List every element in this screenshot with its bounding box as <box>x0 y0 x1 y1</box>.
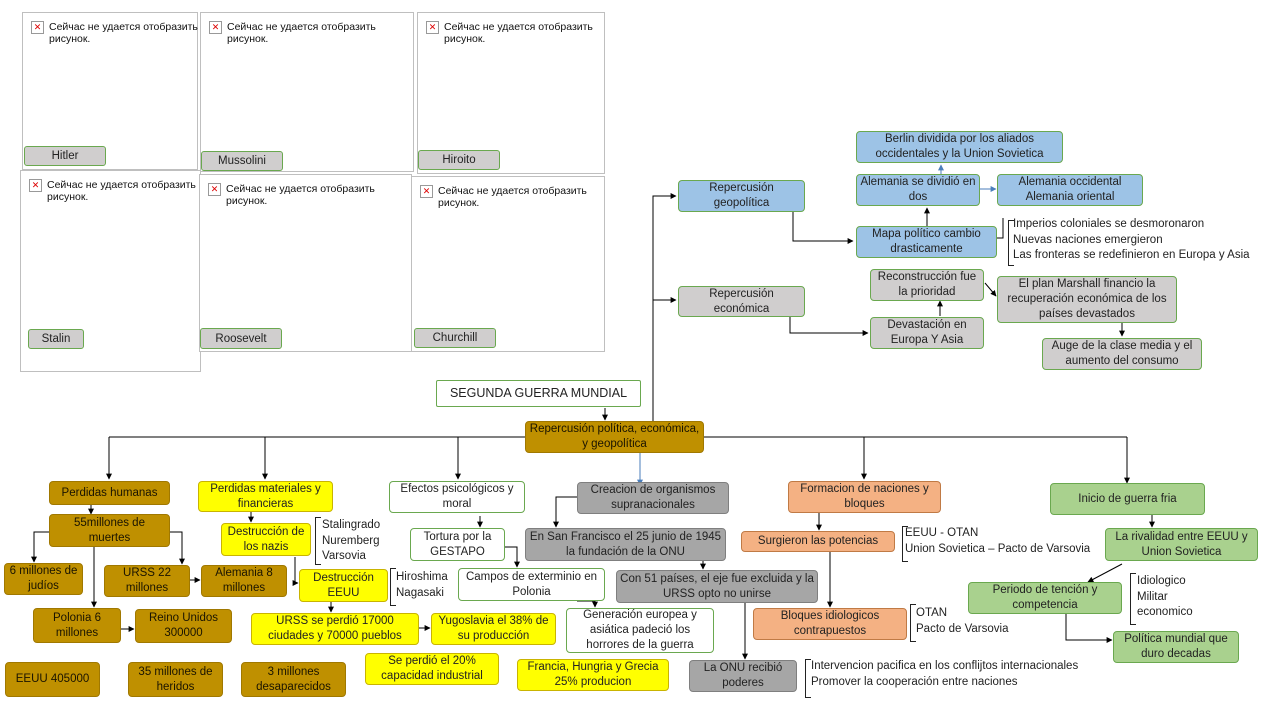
brace <box>390 568 396 606</box>
brace <box>910 604 916 642</box>
node-perdidas-humanas: Perdidas humanas <box>49 481 170 505</box>
photo-frame-mussolini: ✕ Сейчас не удается отобразить рисунок. <box>200 12 414 172</box>
node-auge-clase-media: Auge de la clase media y el aumento del … <box>1042 338 1202 370</box>
list-tipos-tension: Idiologico Militar economico <box>1137 575 1193 618</box>
node-urss-muertes: URSS 22 millones <box>104 565 190 597</box>
photo-frame-churchill: ✕ Сейчас не удается отобразить рисунок. <box>411 176 605 352</box>
node-guerra-fria: Inicio de guerra fria <box>1050 483 1205 515</box>
diagram-title: SEGUNDA GUERRA MUNDIAL <box>436 380 641 407</box>
node-fundacion-onu: En San Francisco el 25 junio de 1945 la … <box>525 528 726 561</box>
caption-mussolini: Mussolini <box>201 151 283 171</box>
center-node: Repercusión política, económica, y geopo… <box>525 421 704 453</box>
node-organismos-supranacionales: Creacion de organismos supranacionales <box>577 482 729 514</box>
node-periodo-tension: Periodo de tención y competencia <box>968 582 1122 614</box>
node-reino-unido: Reino Unidos 300000 <box>135 609 232 643</box>
node-alemania-dividida: Alemania se dividió en dos <box>856 174 980 206</box>
broken-image-icon: ✕ <box>31 21 44 34</box>
node-politica-mundial: Política mundial que duro decadas <box>1113 631 1239 663</box>
caption-roosevelt: Roosevelt <box>200 328 282 349</box>
node-desaparecidos: 3 millones desaparecidos <box>241 662 346 697</box>
broken-image-icon: ✕ <box>29 179 42 192</box>
node-heridos: 35 millones de heridos <box>128 662 223 697</box>
brace <box>315 517 321 565</box>
list-mapa-cambios: Imperios coloniales se desmoronaron Nuev… <box>1013 218 1250 261</box>
node-polonia-muertes: Polonia 6 millones <box>33 608 121 643</box>
brace <box>902 526 908 562</box>
node-yugoslavia: Yugoslavia el 38% de su producción <box>431 613 556 645</box>
broken-image-text: Сейчас не удается отобразить рисунок. <box>227 21 376 45</box>
node-repercusion-economica: Repercusión económica <box>678 286 805 317</box>
node-berlin-dividida: Berlin dividida por los aliados occident… <box>856 131 1063 163</box>
node-alemania-partes: Alemania occidental Alemania oriental <box>997 174 1143 206</box>
list-potencias: EEUU - OTAN Union Sovietica – Pacto de V… <box>905 527 1091 555</box>
node-rivalidad: La rivalidad entre EEUU y Union Sovietic… <box>1105 528 1258 561</box>
broken-image-icon: ✕ <box>426 21 439 34</box>
broken-image-text: Сейчас не удается отобразить рисунок. <box>444 21 593 45</box>
broken-image-icon: ✕ <box>209 21 222 34</box>
node-perdidas-materiales: Perdidas materiales y financieras <box>198 481 333 512</box>
node-plan-marshall: El plan Marshall financio la recuperació… <box>997 276 1177 323</box>
node-muertes: 55millones de muertes <box>49 514 170 547</box>
node-eeuu-muertes: EEUU 405000 <box>5 662 100 697</box>
node-51-paises: Con 51 países, el eje fue excluida y la … <box>616 570 818 603</box>
brace <box>1008 220 1014 266</box>
broken-image-text: Сейчас не удается отобразить рисунок. <box>49 21 198 45</box>
node-judios: 6 millones de judíos <box>4 563 83 595</box>
photo-frame-roosevelt: ✕ Сейчас не удается отобразить рисунок. <box>199 174 412 352</box>
node-efectos-psicologicos: Efectos psicológicos y moral <box>389 481 525 513</box>
node-capacidad-industrial: Se perdió el 20% capacidad industrial <box>365 653 499 685</box>
list-bloques: OTAN Pacto de Varsovia <box>916 607 1009 635</box>
caption-hiroito: Hiroito <box>418 150 500 170</box>
broken-image-text: Сейчас не удается отобразить рисунок. <box>226 183 375 207</box>
caption-stalin: Stalin <box>28 329 84 349</box>
node-formacion-bloques: Formacion de naciones y bloques <box>788 481 941 513</box>
node-generacion-europea: Generación europea y asiática padeció lo… <box>566 608 714 653</box>
caption-churchill: Churchill <box>414 328 496 348</box>
node-onu-poderes: La ONU recibió poderes <box>689 660 797 692</box>
caption-hitler: Hitler <box>24 146 106 166</box>
list-poderes-onu: Intervencion pacifica en los conflijtos … <box>811 660 1079 688</box>
list-ciudades-nazis: Stalingrado Nuremberg Varsovia <box>322 519 381 562</box>
photo-frame-hiroito: ✕ Сейчас не удается отобразить рисунок. <box>417 12 605 174</box>
broken-image-text: Сейчас не удается отобразить рисунок. <box>438 185 587 209</box>
node-campos-exterminio: Campos de exterminio en Polonia <box>458 568 605 601</box>
node-mapa-politico: Mapa político cambio drasticamente <box>856 226 997 258</box>
brace <box>1130 573 1136 625</box>
node-tortura-gestapo: Tortura por la GESTAPO <box>410 528 505 561</box>
broken-image-icon: ✕ <box>208 183 221 196</box>
node-destruccion-nazis: Destrucción de los nazis <box>221 523 311 556</box>
node-bloques-ideologicos: Bloques idiologicos contrapuestos <box>753 608 907 640</box>
node-devastacion: Devastación en Europa Y Asia <box>870 317 984 349</box>
node-surgieron-potencias: Surgieron las potencias <box>741 531 895 552</box>
node-francia-hungria-grecia: Francia, Hungria y Grecia 25% producion <box>517 659 669 691</box>
photo-frame-hitler: ✕ Сейчас не удается отобразить рисунок. <box>22 12 198 170</box>
node-urss-perdidas: URSS se perdió 17000 ciudades y 70000 pu… <box>251 613 419 645</box>
node-destruccion-eeuu: Destrucción EEUU <box>299 569 388 602</box>
brace <box>805 659 811 698</box>
list-ciudades-japon: Hiroshima Nagasaki <box>396 571 448 599</box>
node-alemania-muertes: Alemania 8 millones <box>201 565 287 597</box>
node-repercusion-geopolitica: Repercusión geopolítica <box>678 180 805 212</box>
broken-image-icon: ✕ <box>420 185 433 198</box>
node-reconstruccion: Reconstrucción fue la prioridad <box>870 269 984 301</box>
broken-image-text: Сейчас не удается отобразить рисунок. <box>47 179 196 203</box>
